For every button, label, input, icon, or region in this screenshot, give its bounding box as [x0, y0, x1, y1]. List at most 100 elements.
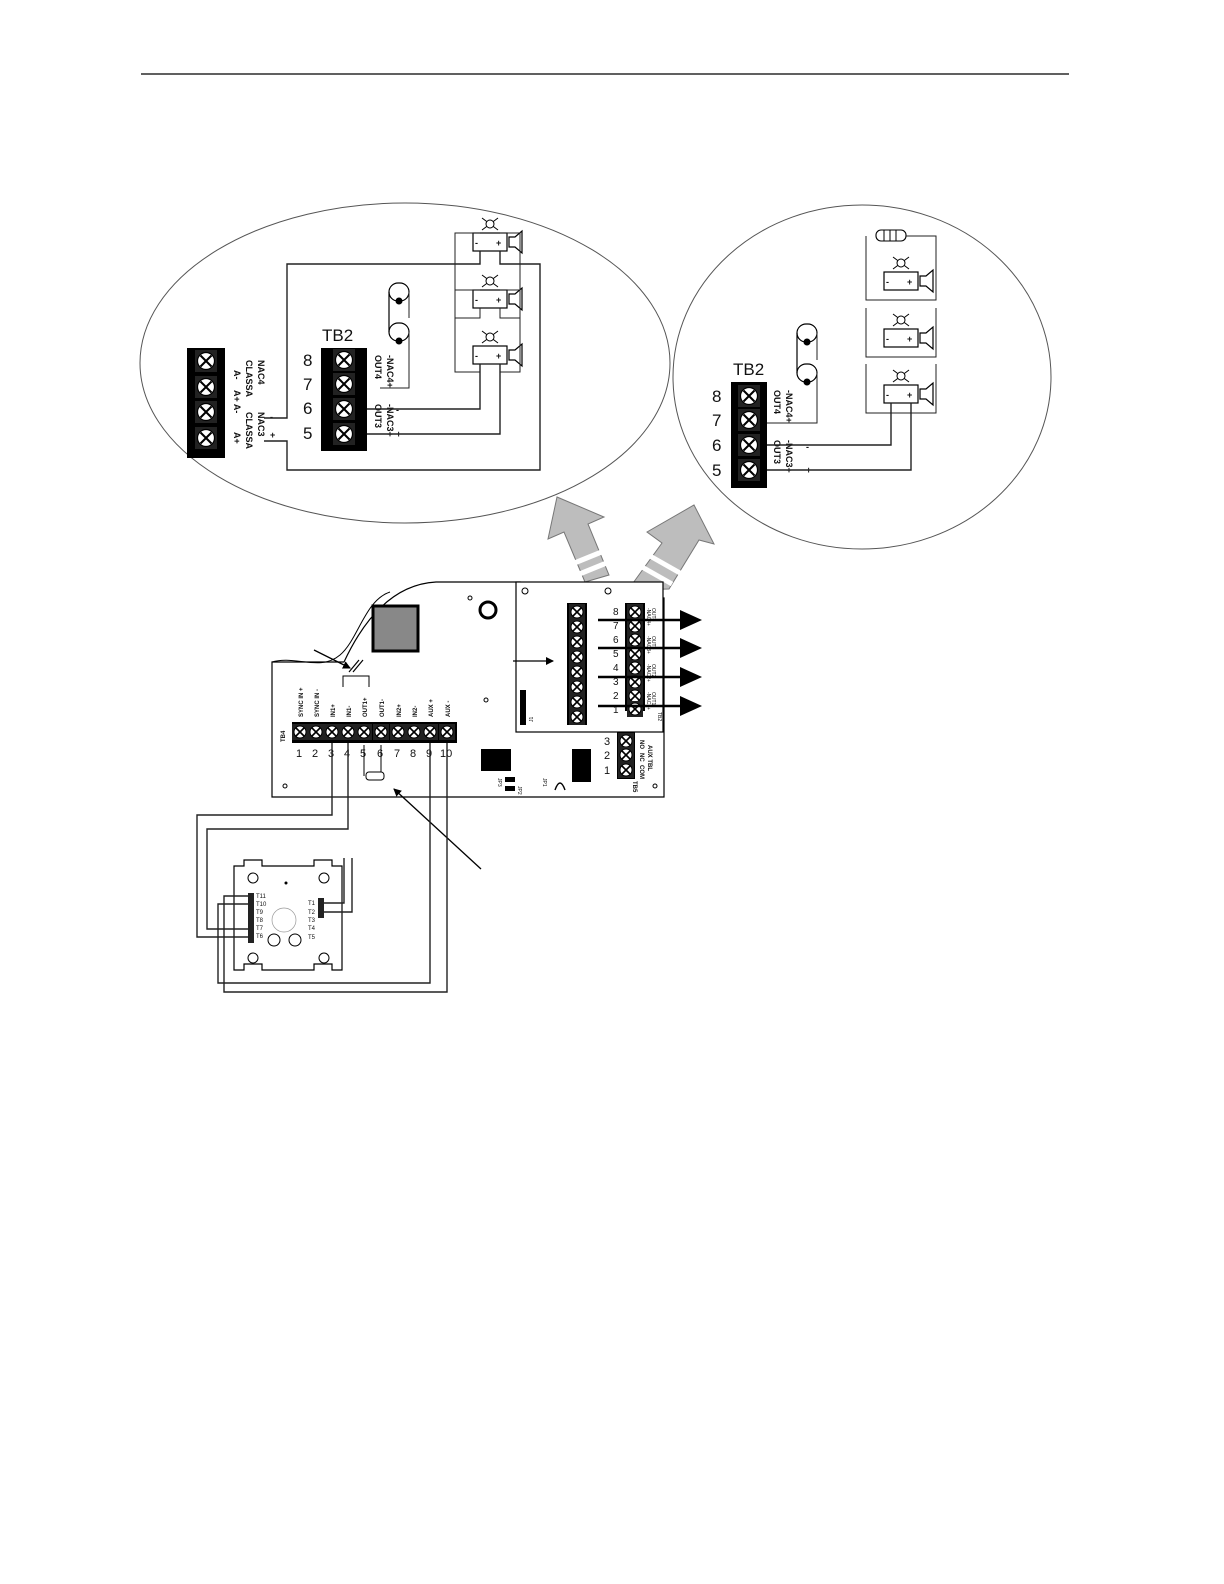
- right-notification-device-3: - +: [883, 369, 934, 406]
- exp-num-3: 3: [613, 677, 619, 688]
- right-tb2-num-5: 5: [712, 461, 721, 480]
- tb5-header: AUX TBL: [646, 745, 652, 771]
- tb4-lbl-9: AUX +: [429, 699, 435, 717]
- expander-j1: J1: [529, 717, 535, 723]
- right-detail-callout: TB2 8 7 6 5 OUT4 -NAC4+ OUT3 -NAC3+ - +: [672, 204, 1052, 550]
- mod-t9: T9: [256, 910, 264, 916]
- right-detail-outline: [672, 204, 1052, 550]
- expander-tb2-block: [625, 603, 645, 718]
- classa-label-6: CLASSA: [244, 412, 254, 450]
- classa-label-5: NAC3: [256, 412, 266, 437]
- callout-arrow-left: [547, 496, 610, 583]
- tb5-nc: NC: [638, 753, 644, 762]
- left-detail-wiring: [264, 232, 541, 471]
- expander-connector: [520, 690, 526, 725]
- tb4-terminal-block: [291, 722, 457, 743]
- right-tb2-nac4: -NAC4+: [784, 390, 794, 423]
- right-tb2-num-6: 6: [712, 436, 721, 455]
- tb4-num-1: 1: [296, 748, 302, 760]
- tb4-terminal-numbers: 1 2 3 4 5 6 7 8 9 10: [296, 748, 452, 760]
- tb5-no: NO: [638, 740, 644, 749]
- tb4-num-10: 10: [440, 748, 452, 760]
- tb4-num-3: 3: [328, 748, 334, 760]
- tb4-num-6: 6: [377, 748, 383, 760]
- left-tb2-num-8: 8: [303, 351, 312, 370]
- left-tb2-label: TB2: [322, 326, 353, 345]
- exp-lbl-nac3: -NAC3+: [645, 636, 651, 654]
- device-minus-1: -: [475, 238, 478, 248]
- exp-num-7: 7: [613, 621, 619, 632]
- classa-label-3: CLASSA: [244, 360, 254, 398]
- expander-left-terminal-block: [567, 603, 587, 726]
- module-wiring: [196, 743, 448, 993]
- board-relay-left: [481, 749, 511, 771]
- r-device-plus-3: +: [907, 390, 912, 400]
- tb4-num-2: 2: [312, 748, 318, 760]
- r-device-minus-2: -: [886, 334, 889, 344]
- tb4-num-5: 5: [360, 748, 366, 760]
- right-tb2-out3: OUT3: [772, 440, 782, 464]
- right-detail-wiring: [767, 235, 937, 471]
- classa-label-4: A+ A-: [232, 390, 242, 413]
- device-plus-3: +: [496, 351, 501, 361]
- mod-t4: T4: [308, 926, 316, 932]
- tb4-lbl-1: SYNC IN +: [299, 687, 305, 717]
- device-minus-3: -: [475, 351, 478, 361]
- module-left-terminals: T11 T10 T9 T8 T7 T6: [256, 894, 267, 940]
- right-notification-device-1: - +: [883, 256, 934, 293]
- right-tb2-out4: OUT4: [772, 390, 782, 414]
- left-tb2-nac3: -NAC3+: [385, 404, 395, 437]
- device-minus-2: -: [475, 295, 478, 305]
- board-eol-resistor: [363, 745, 385, 781]
- classa-label-1: A-: [232, 370, 242, 380]
- r-device-minus-3: -: [886, 390, 889, 400]
- board-relay-right: [572, 749, 591, 782]
- right-eol-resistor: [875, 229, 907, 242]
- exp-lbl-out2: OUT2: [650, 664, 656, 678]
- device-plus-2: +: [496, 295, 501, 305]
- tb4-lbl-10: AUX -: [446, 701, 452, 717]
- jp1-label: JP1: [541, 778, 547, 787]
- exp-lbl-out1: OUT1: [650, 692, 656, 706]
- tb5-num-3: 3: [604, 736, 610, 748]
- exp-lbl-nac1: -NAC1+: [645, 692, 651, 710]
- right-tb2-label: TB2: [733, 360, 764, 379]
- exp-num-1: 1: [613, 705, 619, 716]
- exp-num-6: 6: [613, 635, 619, 646]
- device-plus-1: +: [496, 238, 501, 248]
- board-jumpers: JP3 JP2 JP1: [496, 777, 566, 795]
- callout-arrow-right: [627, 504, 715, 591]
- tb4-num-9: 9: [426, 748, 432, 760]
- left-tb2-nac4: -NAC4+: [385, 355, 395, 388]
- classa-labels: A- NAC4 CLASSA A+ A- NAC3 CLASSA A+ - +: [232, 360, 275, 450]
- mod-t11: T11: [256, 894, 267, 900]
- mod-t8: T8: [256, 918, 264, 924]
- left-tb2-num-7: 7: [303, 375, 312, 394]
- classa-minus: -: [270, 412, 273, 422]
- mod-t3: T3: [308, 918, 316, 924]
- left-detail-outline: [139, 202, 671, 524]
- exp-lbl-out4: OUT4: [650, 608, 656, 622]
- exp-tb2-label: TB2: [656, 712, 662, 721]
- exp-num-2: 2: [613, 691, 619, 702]
- tb5-num-2: 2: [604, 750, 610, 762]
- exp-num-4: 4: [613, 663, 619, 674]
- right-tb2-num-7: 7: [712, 411, 721, 430]
- left-detail-callout: A- NAC4 CLASSA A+ A- NAC3 CLASSA A+ - + …: [139, 202, 671, 524]
- right-out3-minus: -: [806, 442, 809, 452]
- tb4-lbl-3: IN1+: [331, 704, 337, 717]
- jp2-label: JP2: [516, 786, 522, 795]
- exp-lbl-nac4: -NAC4+: [645, 608, 651, 626]
- right-tb2-num-8: 8: [712, 387, 721, 406]
- jp3-label: JP3: [496, 778, 502, 787]
- tb4-lbl-7: IN2+: [397, 704, 403, 717]
- classa-label-7: A+: [232, 432, 242, 444]
- right-notification-device-2: - +: [883, 313, 934, 350]
- expander-tb2-numbers: 8 7 6 5 4 3 2 1: [613, 607, 619, 716]
- tb4-lbl-6: OUT1-: [380, 699, 386, 717]
- tb5-num-1: 1: [604, 765, 610, 777]
- mod-t5: T5: [308, 935, 316, 941]
- tb5-com: COM: [638, 765, 644, 779]
- transformer-chip: [371, 604, 420, 653]
- left-tb2-block: [321, 348, 367, 451]
